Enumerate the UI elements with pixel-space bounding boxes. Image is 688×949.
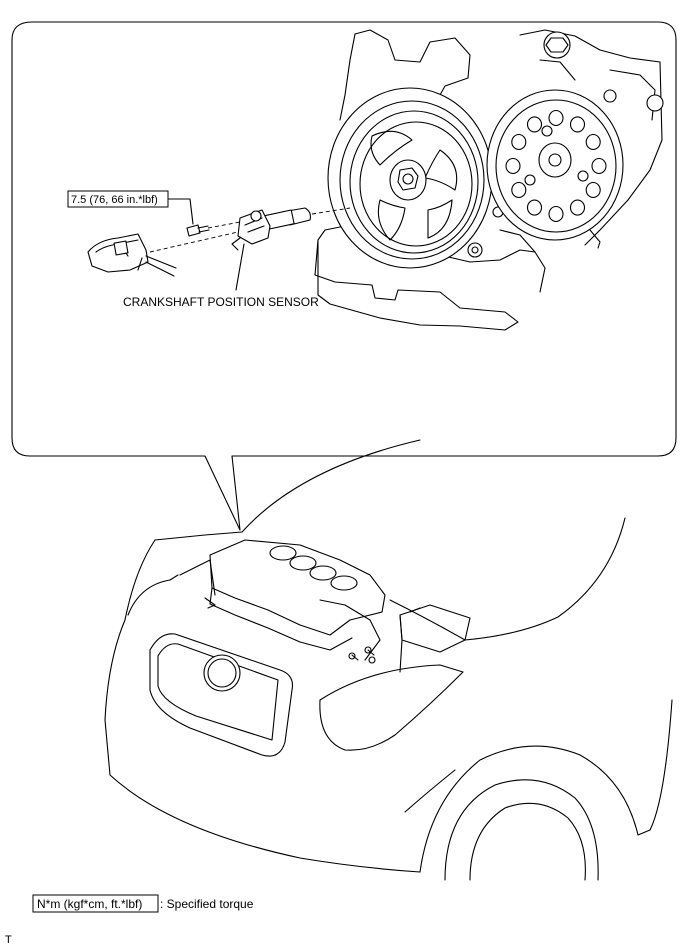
pulley-hole	[511, 133, 527, 151]
battery-box	[399, 604, 471, 673]
pump-pulley	[486, 89, 624, 241]
sensor-bolt	[186, 224, 210, 237]
part-label: CRANKSHAFT POSITION SENSOR	[123, 295, 319, 309]
pulley-hole	[591, 157, 607, 175]
legend-box-text: N*m (kgf*cm, ft.*lbf)	[37, 897, 142, 911]
pulley-hole	[526, 116, 543, 133]
legend-description: : Specified torque	[160, 897, 254, 911]
pulley-hole	[585, 133, 601, 151]
pulley-hole	[569, 116, 586, 133]
pulley-hole	[511, 181, 527, 199]
crankshaft-position-sensor	[231, 207, 311, 251]
corner-mark: T	[5, 934, 12, 946]
torque-box	[67, 190, 169, 208]
legend-box	[32, 894, 159, 913]
crankshaft-pulley	[327, 87, 493, 269]
install-path-connector	[149, 231, 239, 253]
engine-bolt	[543, 31, 664, 112]
pulley-hole	[548, 109, 564, 127]
pulley-hole	[526, 199, 543, 216]
pulley-hole	[548, 205, 564, 223]
sensor-leader	[235, 243, 245, 291]
vehicle-outline	[104, 439, 673, 881]
engine-block	[314, 29, 663, 331]
pulley-hole	[505, 157, 521, 175]
sensor-connector	[87, 233, 177, 277]
install-path-bolt	[207, 221, 241, 229]
torque-value: 7.5 (76, 66 in.*lbf)	[71, 194, 158, 206]
torque-leader	[167, 198, 194, 225]
pulley-hole	[585, 181, 601, 199]
pulley-hole	[569, 199, 586, 216]
engine-cover	[204, 539, 386, 664]
